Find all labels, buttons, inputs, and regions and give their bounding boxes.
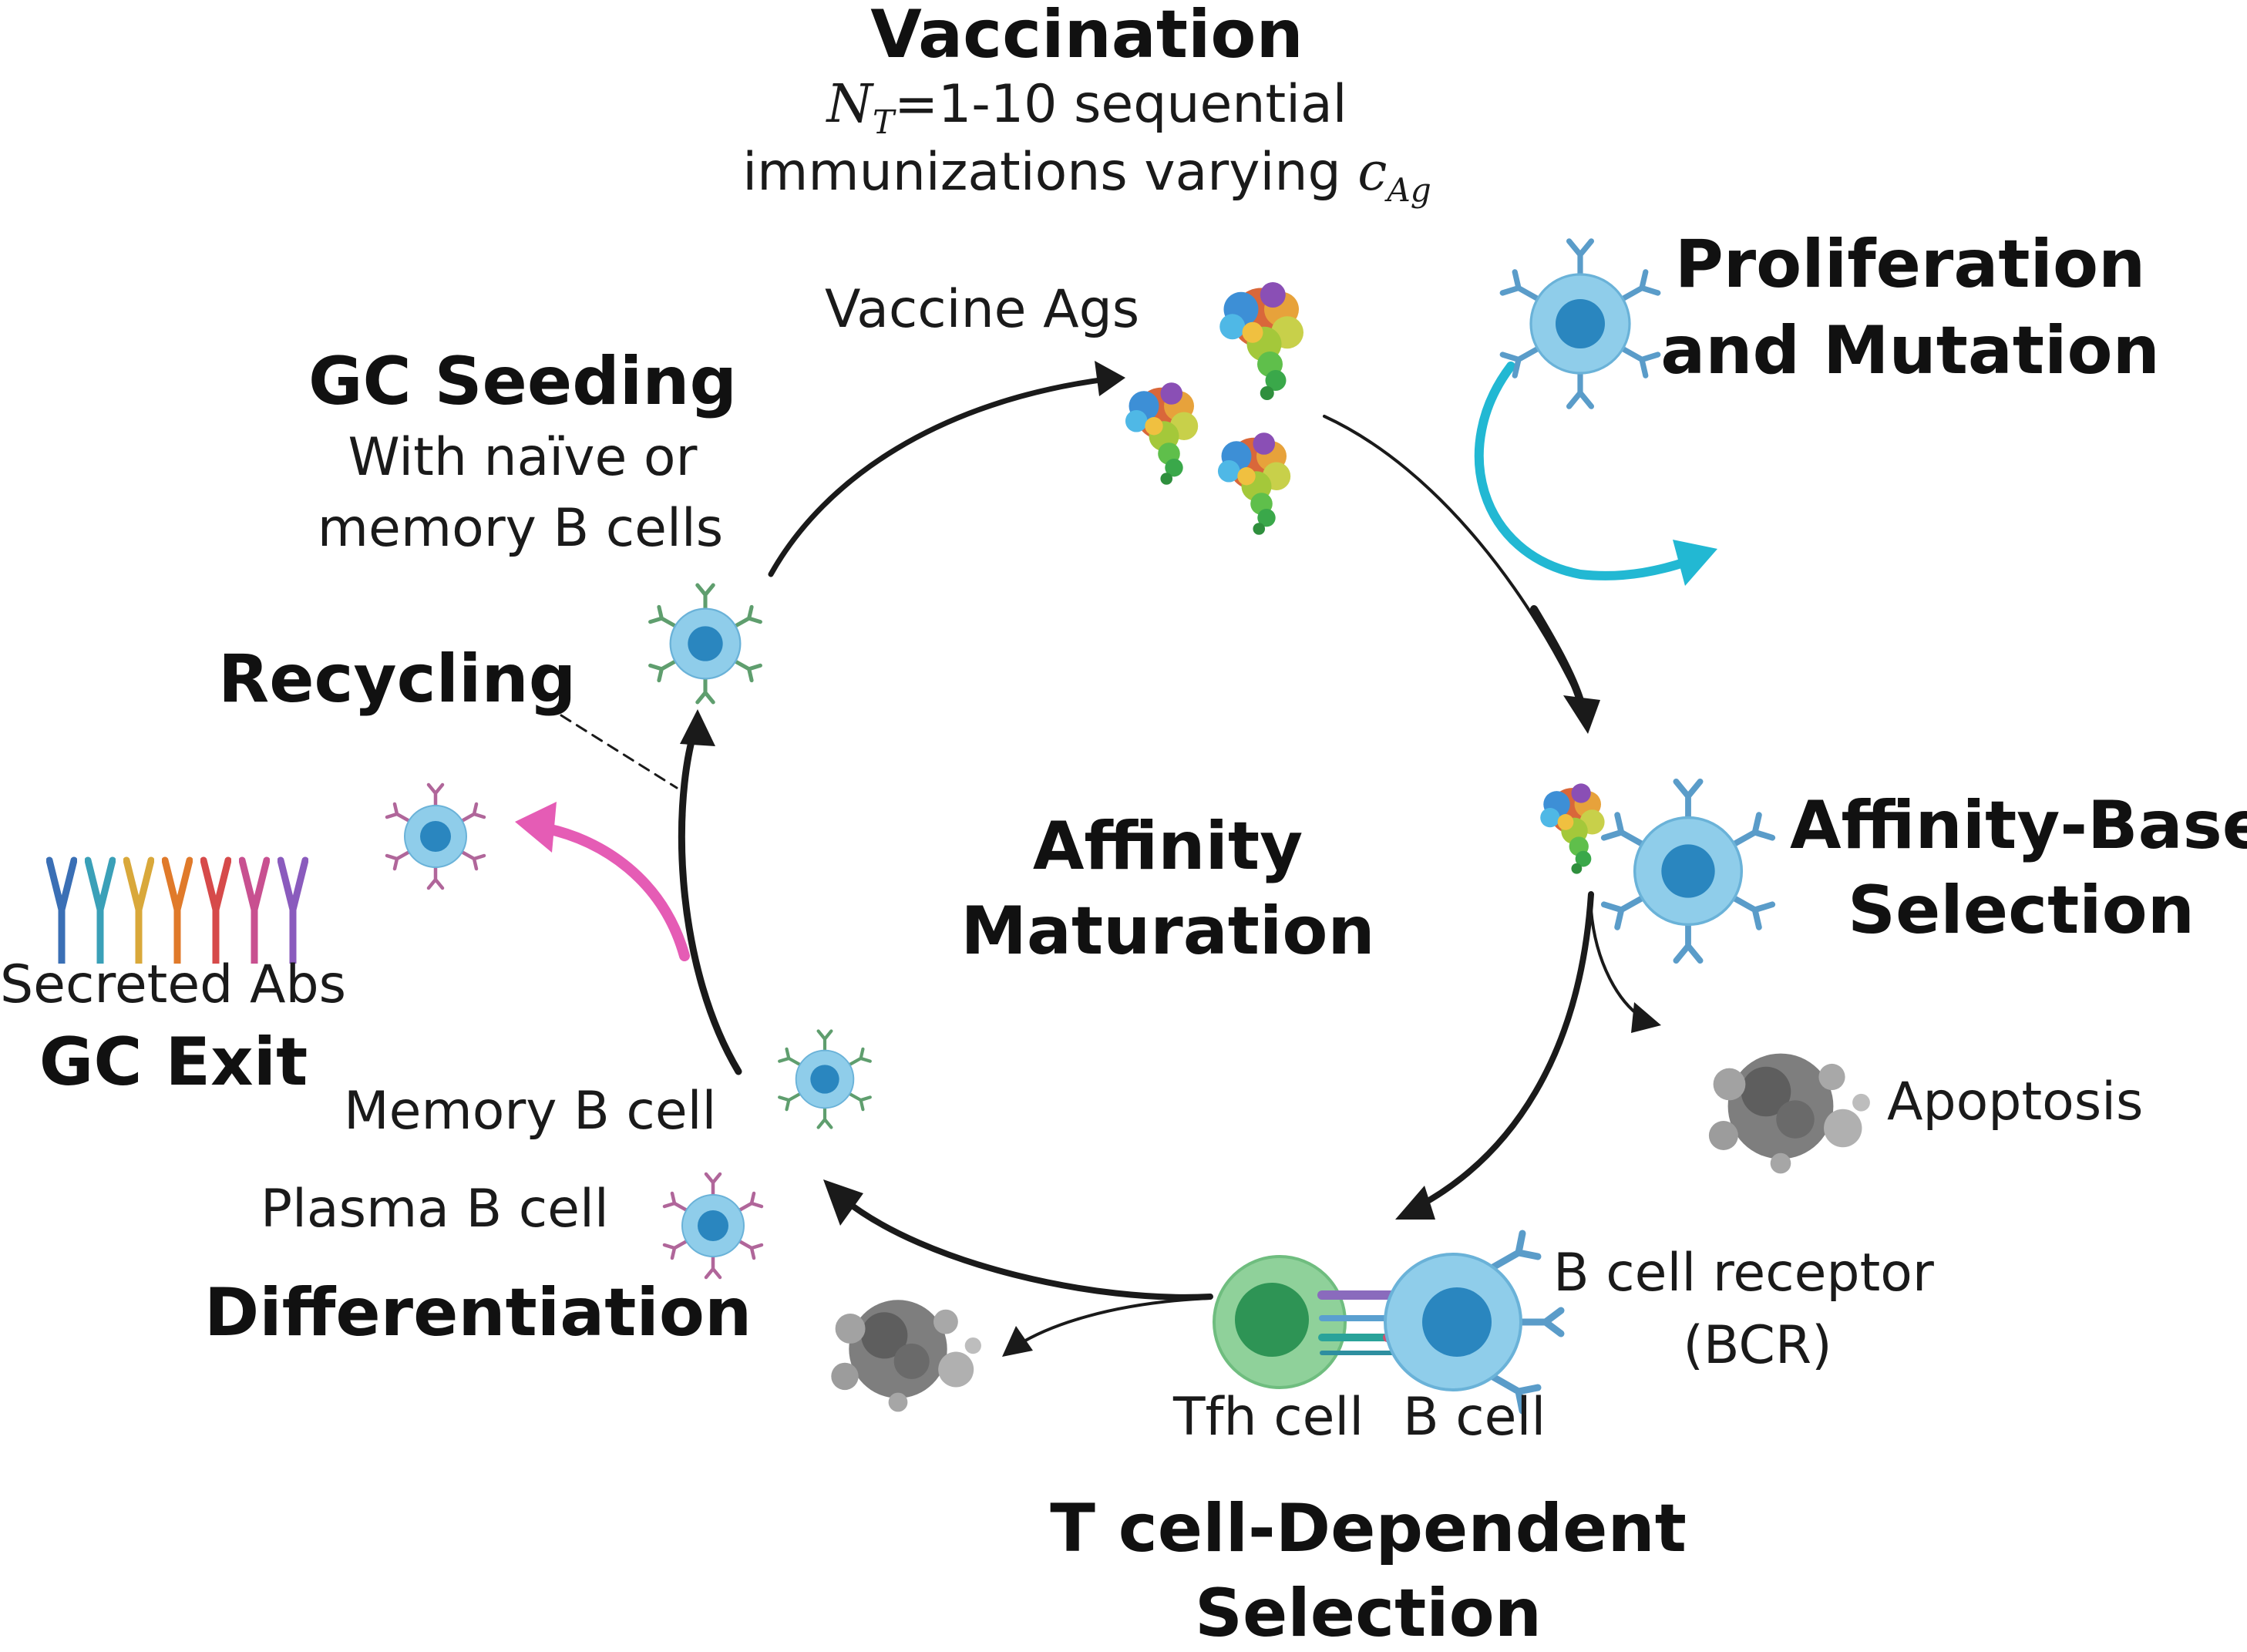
proliferation-label-1: Proliferation [1674, 226, 2146, 303]
antigen-protein-icon [1125, 382, 1199, 485]
recycling-dashed-line [560, 714, 678, 789]
arrow-head-seeding [680, 709, 715, 746]
antigen-protein-icon [1217, 432, 1291, 535]
arrow-head-differentiation [823, 1179, 863, 1226]
cycle-arrow-icon [560, 361, 1661, 1357]
vaccine-ags-label: Vaccine Ags [825, 279, 1140, 340]
memory-b-cell-label: Memory B cell [344, 1081, 717, 1142]
plasma-b-cell-label: Plasma B cell [261, 1179, 609, 1240]
affinity-selection-label-1: Affinity-Based [1790, 787, 2247, 864]
arrow-tcell-to-apoptosis [1016, 1297, 1212, 1347]
bcr-label-1: B cell receptor [1553, 1243, 1934, 1304]
b-cell-icon [651, 585, 761, 702]
arrow-head-tcell [1395, 1186, 1435, 1220]
vaccination-line2: immunizations varying cAg [742, 142, 1431, 209]
tcell-selection-label-1: T cell-Dependent [1050, 1490, 1687, 1567]
antibody-icon [49, 860, 305, 964]
arrow-seeding-to-vaccine [768, 376, 1109, 577]
gc-exit-label: GC Exit [39, 1024, 308, 1101]
tfh-cell-icon [1213, 1255, 1347, 1389]
gc-seeding-sub2: memory B cells [317, 498, 724, 559]
vaccination-title: Vaccination [870, 0, 1303, 73]
b-cell-icon [1502, 241, 1658, 406]
b-cell-icon [387, 785, 484, 888]
b-cell-icon [664, 1174, 762, 1277]
apoptotic-cell-icon [1708, 1053, 1870, 1174]
tfh-cell-label: Tfh cell [1173, 1387, 1364, 1448]
center-label-2: Maturation [960, 893, 1375, 970]
apoptosis-label: Apoptosis [1887, 1072, 2144, 1132]
gc-seeding-sub1: With naïve or [348, 427, 698, 488]
gc-exit-arrow [515, 802, 690, 961]
recycling-label: Recycling [218, 641, 577, 718]
tcell-selection-label-2: Selection [1195, 1575, 1542, 1652]
proliferation-label-2: and Mutation [1660, 312, 2160, 389]
vaccination-line1: NT=1-10 sequential [826, 74, 1347, 141]
center-label-1: Affinity [1032, 808, 1303, 885]
arrow-selection-to-tcell [1415, 891, 1594, 1210]
b-cell-icon [779, 1031, 870, 1127]
proliferation-arrow [1474, 362, 1717, 586]
b-cell-label: B cell [1403, 1387, 1546, 1448]
arrow-head-selection [1563, 695, 1600, 734]
b-cell-icon [1604, 782, 1772, 961]
bcr-label-2: (BCR) [1683, 1315, 1832, 1376]
secreted-abs-label: Secreted Abs [0, 954, 347, 1015]
gc-seeding-label: GC Seeding [308, 343, 738, 420]
arrow-differentiation-to-seeding [678, 728, 742, 1075]
differentiation-label: Differentiation [204, 1274, 752, 1351]
arrow-tcell-to-differentiation [841, 1196, 1213, 1300]
b-cell-icon [1384, 1230, 1565, 1415]
antigen-protein-icon [1540, 783, 1605, 874]
apoptotic-cell-icon [831, 1300, 981, 1412]
arrow-head-vaccine [1095, 361, 1125, 396]
affinity-selection-label-2: Selection [1848, 872, 2195, 949]
antigen-protein-icon [1219, 282, 1303, 400]
